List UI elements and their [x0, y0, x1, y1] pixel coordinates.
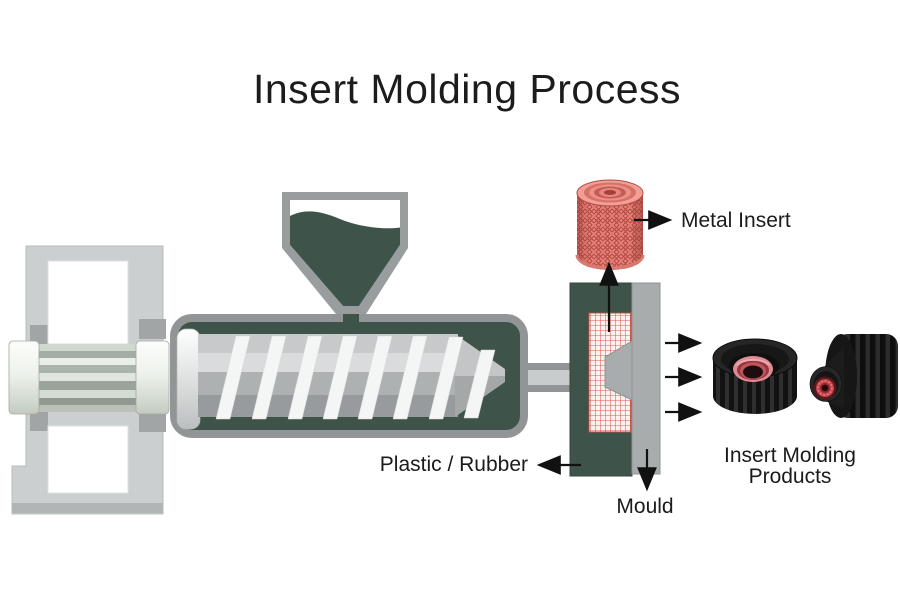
knob-front-red-insert — [733, 356, 773, 382]
reciprocating-screw — [176, 328, 505, 430]
bearing-block-bottom-left — [30, 411, 48, 431]
screw-flight — [322, 335, 358, 420]
mould-core — [604, 340, 633, 401]
knob-side-red-insert — [813, 376, 837, 400]
bearing-block-top-left — [30, 325, 48, 344]
nozzle-channel — [518, 370, 574, 385]
insert-side-shading — [577, 193, 643, 270]
mould-plate — [631, 282, 661, 475]
motor-ribs — [36, 344, 138, 412]
screw-flight — [463, 349, 496, 419]
mould-assembly — [569, 282, 661, 477]
hopper — [282, 192, 408, 327]
products-label-line1: Insert Molding — [724, 444, 856, 467]
screw-flight — [287, 335, 323, 420]
mould-label: Mould — [616, 495, 673, 518]
product-knob-front — [712, 338, 798, 414]
motor-end-cap-left — [8, 340, 40, 415]
hopper-outline — [282, 192, 408, 314]
motor-cylinder — [8, 340, 170, 415]
plastic-rubber-label: Plastic / Rubber — [380, 453, 528, 476]
drive-unit — [8, 245, 170, 515]
frame-window-bottom — [47, 425, 129, 494]
frame-window-top — [47, 260, 129, 345]
metal-insert-label: Metal Insert — [681, 209, 791, 232]
product-knob-side — [809, 334, 898, 418]
arrows — [536, 210, 703, 492]
drive-frame-base-strip — [12, 503, 163, 513]
insert-threads — [584, 182, 636, 203]
page-title: Insert Molding Process — [252, 66, 682, 112]
bearing-block-bottom-right — [139, 413, 166, 432]
screw-flight — [392, 335, 428, 420]
screw-flight — [357, 335, 393, 420]
screw-flight — [428, 336, 464, 420]
metal-insert — [575, 179, 645, 270]
motor-end-cap-right — [135, 340, 170, 415]
bearing-block-top-right — [139, 319, 166, 339]
hopper-material — [290, 211, 400, 306]
products-label-line2: Products — [749, 465, 832, 488]
screw-flight — [251, 335, 287, 420]
screw-flights — [215, 335, 496, 420]
screw-cap — [176, 328, 201, 430]
screw-flight — [215, 335, 251, 420]
